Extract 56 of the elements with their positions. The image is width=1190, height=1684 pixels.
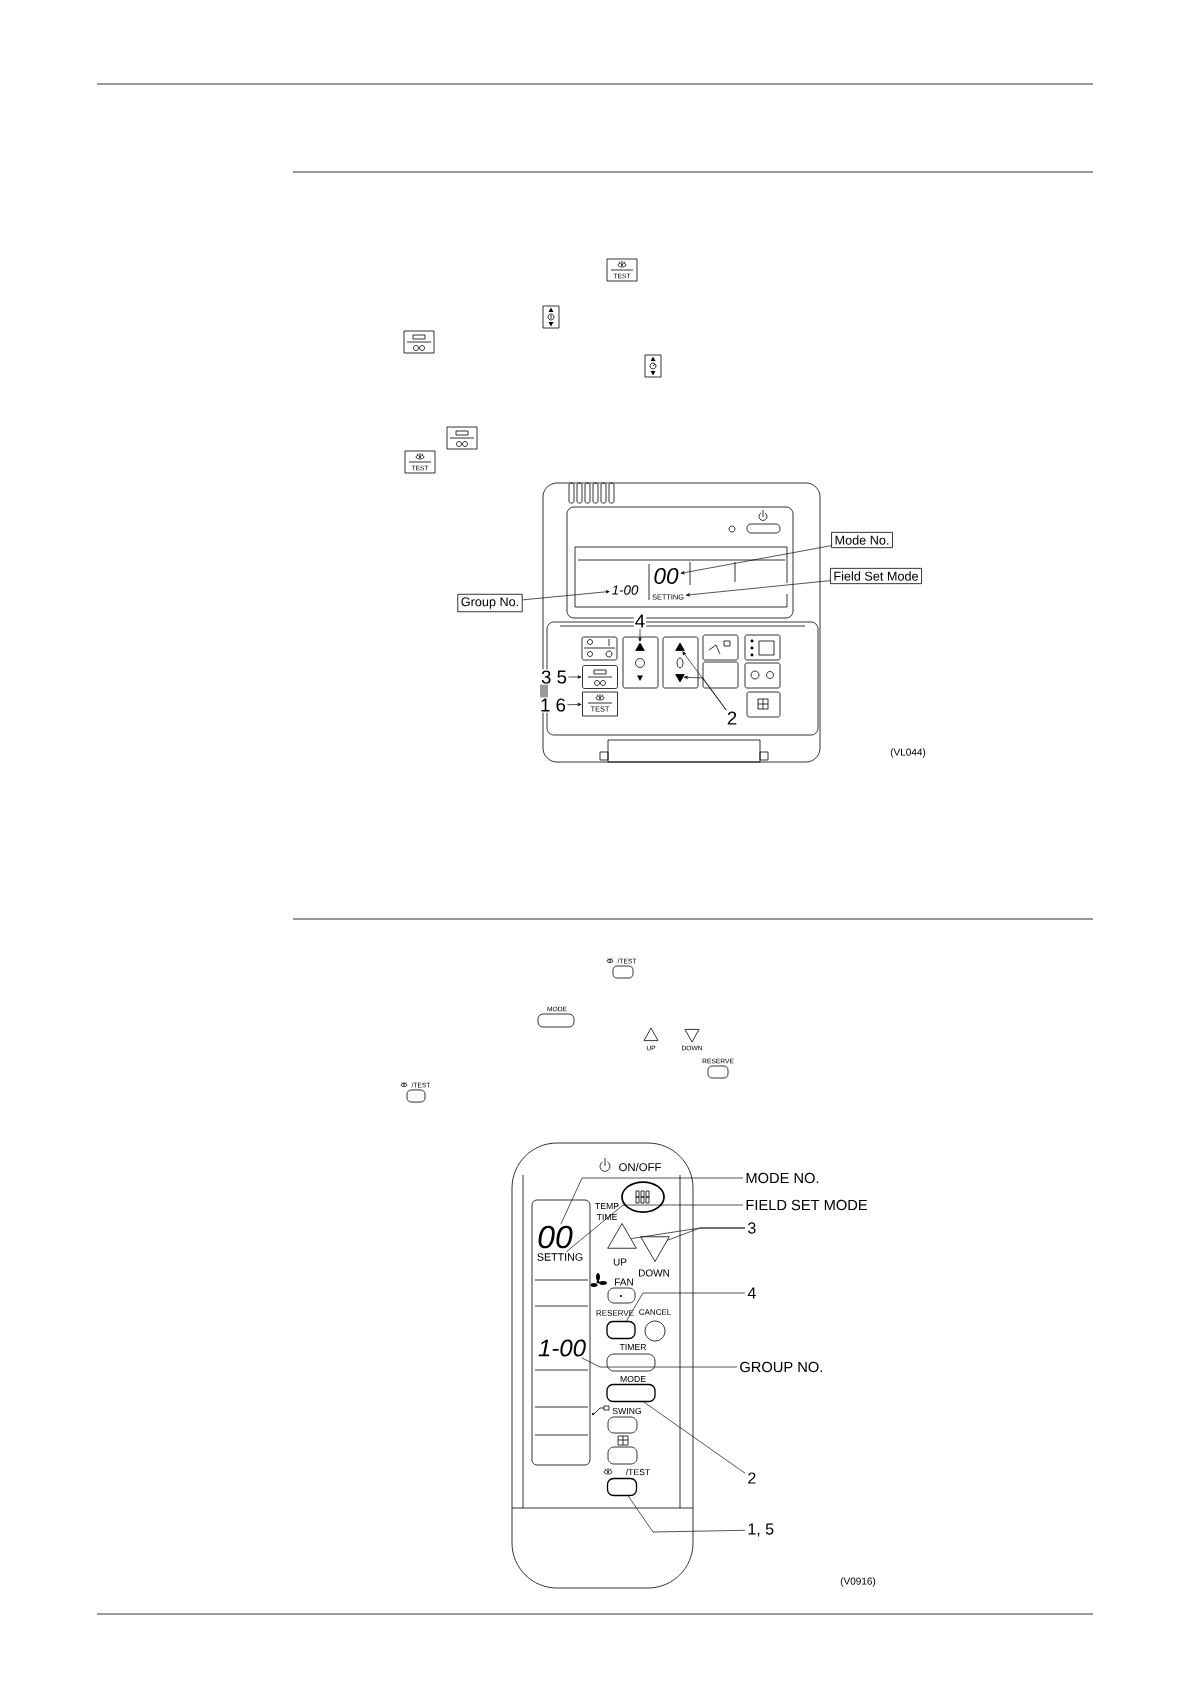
button-label: FAN — [615, 1278, 633, 1286]
button-label: CANCEL — [639, 1309, 671, 1315]
callout-label: Mode No. — [831, 531, 893, 549]
leader-line — [683, 675, 727, 711]
figure-code: (VL044) — [890, 748, 926, 758]
button-label: TIME — [596, 1214, 617, 1220]
button-label: /TEST — [625, 1468, 651, 1476]
mode-button — [606, 1383, 656, 1403]
callout-number: 2 — [725, 710, 739, 726]
callout-number: 1 6 — [539, 697, 567, 713]
button-label: ON/OFF — [619, 1162, 661, 1172]
leader-line — [626, 1292, 746, 1322]
arrow-key — [635, 642, 645, 651]
display-digits: 00 — [538, 1225, 573, 1249]
leader-line — [565, 1204, 744, 1253]
down-button — [640, 1236, 670, 1262]
leader-line — [682, 651, 727, 711]
display-digits: 1-00 — [538, 1339, 586, 1357]
figure-code: (V0916) — [840, 1577, 876, 1587]
test-button — [606, 1477, 638, 1497]
leader-line — [685, 580, 831, 597]
button-label: UP — [613, 1258, 627, 1266]
leader-line — [581, 1357, 738, 1368]
reserve-button — [606, 1320, 636, 1340]
leader-line — [522, 590, 610, 601]
callout-label: Group No. — [457, 593, 523, 613]
mode-button — [582, 665, 618, 689]
callout-number: 4 — [747, 1287, 756, 1299]
button-label: TEMP — [595, 1203, 619, 1209]
callout-number: 4 — [633, 613, 647, 629]
callout-label: FIELD SET MODE — [746, 1199, 867, 1211]
arrow-key — [675, 642, 685, 651]
display-text: SETTING — [537, 1253, 583, 1261]
leader-line — [567, 702, 582, 707]
callout-number: 2 — [748, 1472, 756, 1484]
callout-number: 3 — [748, 1222, 756, 1234]
callout-number: 1, 5 — [748, 1523, 774, 1537]
leader-line — [638, 628, 642, 642]
leader-line — [628, 1495, 746, 1533]
callout-label: Field Set Mode — [830, 567, 922, 585]
button-label: RESERVE — [596, 1310, 634, 1316]
leader-line — [568, 675, 582, 679]
up-button — [607, 1223, 637, 1249]
display-digits: 1-00 — [612, 585, 639, 595]
display-digits: 00 — [654, 568, 679, 585]
leader-line — [667, 1227, 746, 1241]
button-label: TIMER — [619, 1344, 647, 1350]
callout-label: GROUP NO. — [740, 1361, 822, 1373]
arrow-key — [675, 674, 685, 683]
leader-line — [680, 545, 832, 575]
callout-number: 3 5 — [540, 669, 568, 685]
button-label: DOWN — [639, 1269, 669, 1277]
leader-line — [643, 1401, 746, 1474]
button-label: SWING — [612, 1407, 642, 1415]
callout-label: MODE NO. — [746, 1172, 819, 1184]
leader-line — [560, 1177, 744, 1225]
